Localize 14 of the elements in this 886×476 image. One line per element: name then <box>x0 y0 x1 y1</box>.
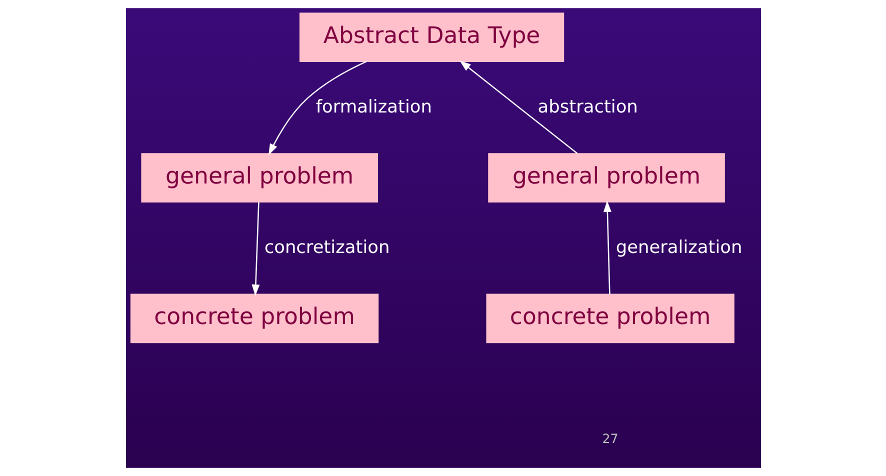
node-box: concrete problem <box>130 294 378 344</box>
edge-label: formalization <box>315 97 432 118</box>
edge-label: concretization <box>264 238 390 258</box>
label: 27 <box>602 431 618 446</box>
arrow <box>459 60 578 154</box>
arrow <box>268 60 366 156</box>
arrow <box>602 200 611 294</box>
node-box: general problem <box>488 153 724 203</box>
node-box: general problem <box>140 153 378 203</box>
edge-label: abstraction <box>537 97 638 118</box>
node-box: concrete problem <box>486 294 734 344</box>
edge-label: generalization <box>615 238 742 258</box>
node-box: Abstract Data Type <box>298 12 564 62</box>
arrow <box>251 202 260 296</box>
